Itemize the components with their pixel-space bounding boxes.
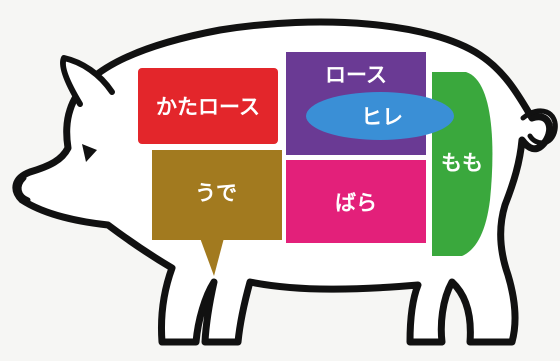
pig-snout <box>16 175 31 203</box>
cut-bara <box>286 160 426 243</box>
pig-eye <box>82 144 97 162</box>
label-bara: ばら <box>335 191 377 215</box>
label-kata-rosu: かたロース <box>156 95 260 119</box>
label-momo: もも <box>441 151 483 175</box>
pig-tail <box>520 108 558 146</box>
cut-hire <box>306 92 454 140</box>
label-ude: うで <box>195 181 237 205</box>
pig-ear <box>60 55 115 107</box>
label-hire: ヒレ <box>361 105 403 129</box>
cut-kata-rosu <box>138 68 278 144</box>
label-rosu: ロース <box>325 63 387 87</box>
cut-ude-tab <box>200 238 224 276</box>
cut-ude <box>152 150 282 240</box>
